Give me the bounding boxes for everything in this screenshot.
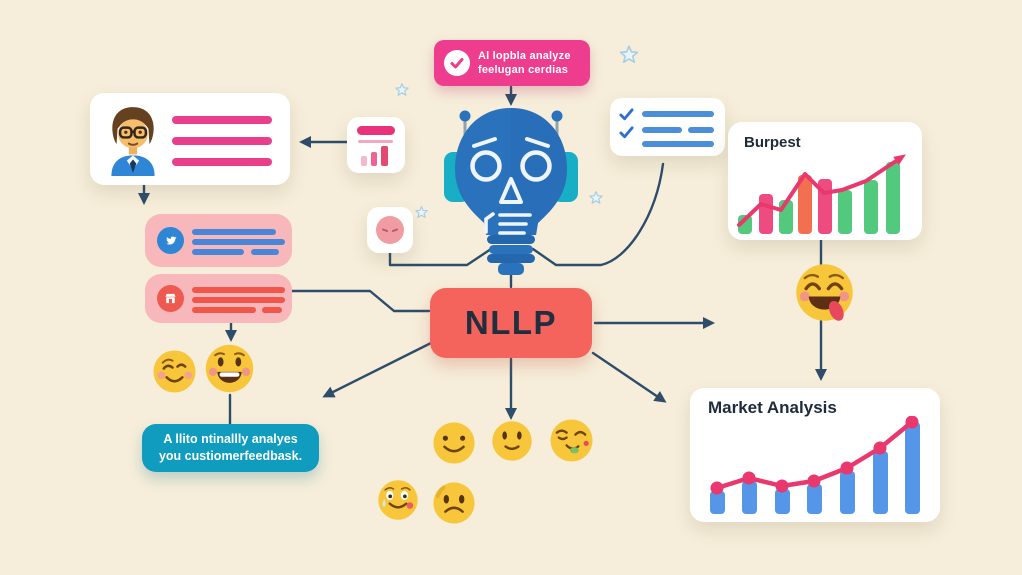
mini-bar <box>381 146 388 166</box>
star-icon <box>619 45 639 63</box>
banner-text: Al lopbla analyze feelugan cerdias <box>478 49 571 78</box>
text-placeholder-line <box>192 239 285 245</box>
star-icon <box>395 83 409 96</box>
note-line1: A llito ntinallly analyes <box>163 432 298 447</box>
market-analysis-card: Market Analysis <box>690 388 940 522</box>
smile-tear-emoji <box>378 480 418 520</box>
text-placeholder-line <box>262 307 282 313</box>
chart-bar <box>905 422 920 514</box>
robot-mouth <box>498 213 532 235</box>
text-placeholder-line <box>172 116 272 124</box>
robot-eye-left <box>470 150 502 182</box>
trend-arrowhead <box>893 154 906 166</box>
chart-bar <box>886 162 900 234</box>
check-icon <box>619 126 634 139</box>
tongue-out-emoji <box>796 264 853 321</box>
text-placeholder-line <box>172 137 272 145</box>
trend-dot <box>710 481 724 495</box>
ai-banner: Al lopbla analyze feelugan cerdias <box>434 40 590 86</box>
market-analysis-title: Market Analysis <box>708 398 837 417</box>
text-placeholder-line <box>688 127 714 133</box>
burpest-chart-card: Burpest <box>728 122 922 240</box>
wink-blush-emoji <box>153 350 196 393</box>
sleepy-pink-face-icon <box>376 216 404 244</box>
star-icon <box>589 191 603 204</box>
chat-bubble-red <box>145 274 292 323</box>
chart-bar <box>807 484 822 514</box>
sad-emoji <box>433 482 475 524</box>
robot-nose <box>499 177 523 204</box>
chart-bar <box>838 190 852 234</box>
line-bubble-to-nlp <box>290 289 431 313</box>
chat-bubble-blue <box>145 214 292 267</box>
text-placeholder-line <box>642 127 682 133</box>
note-line2: you custiomerfeedbask. <box>158 449 303 463</box>
neutral-smile-emoji <box>492 421 532 461</box>
chart-bar <box>738 215 752 234</box>
mini-bar <box>371 152 377 166</box>
zany-wink-emoji <box>550 419 593 462</box>
mini-bar <box>361 156 367 166</box>
mini-chart-card <box>347 117 405 173</box>
text-placeholder-line <box>192 229 276 235</box>
burpest-chart <box>737 154 906 234</box>
nlp-label: NLLP <box>464 304 558 341</box>
man-with-glasses-icon <box>111 107 155 176</box>
chart-bar <box>873 451 888 514</box>
storefront-icon <box>157 285 184 312</box>
arrow-nlp-down-right <box>591 351 667 403</box>
chart-bar <box>742 481 757 514</box>
star-icon <box>415 206 428 218</box>
chart-bar <box>840 471 855 514</box>
banner-line1: Al lopbla analyze <box>478 49 571 62</box>
sleepy-face-card <box>367 207 413 253</box>
trend-dot <box>905 416 919 429</box>
line-facecard-to-bulb <box>388 247 493 267</box>
slight-smile-emoji <box>433 422 475 464</box>
robot-bulb-icon <box>444 108 578 275</box>
chart-bar <box>775 489 790 514</box>
person-card <box>90 93 290 185</box>
trend-dot <box>873 441 887 455</box>
nlp-node: NLLP <box>430 288 592 358</box>
trend-dot <box>840 461 854 475</box>
trend-dot <box>742 471 756 485</box>
text-placeholder-line <box>642 141 714 147</box>
mini-chart-line <box>358 140 393 143</box>
text-placeholder-line <box>192 297 285 303</box>
robot-eye-right <box>520 150 552 182</box>
line-bulb-to-checklist <box>531 162 665 267</box>
trend-dot <box>807 474 821 488</box>
trend-dot <box>775 479 789 493</box>
chart-bar <box>710 491 725 514</box>
banner-line2: feelugan cerdias <box>478 64 569 76</box>
note-box: A llito ntinallly analyes you custiomerf… <box>142 424 319 472</box>
check-icon <box>619 108 634 121</box>
text-placeholder-line <box>192 249 244 255</box>
text-placeholder-line <box>192 307 256 313</box>
grin-emoji <box>205 344 254 393</box>
text-placeholder-line <box>172 158 272 166</box>
text-placeholder-line <box>251 249 279 255</box>
burpest-title: Burpest <box>744 134 801 151</box>
text-placeholder-line <box>642 111 714 117</box>
check-circle-icon <box>444 50 470 76</box>
bird-icon <box>157 227 184 254</box>
checklist-card <box>610 98 725 156</box>
chart-bar <box>798 175 812 234</box>
arrow-nlp-down-left <box>322 341 433 398</box>
text-placeholder-line <box>192 287 285 293</box>
trend-line <box>737 159 898 227</box>
chart-bar <box>759 194 773 234</box>
chart-bar <box>864 180 878 234</box>
market-analysis-chart <box>710 416 920 514</box>
mini-chart-pill <box>357 126 395 135</box>
